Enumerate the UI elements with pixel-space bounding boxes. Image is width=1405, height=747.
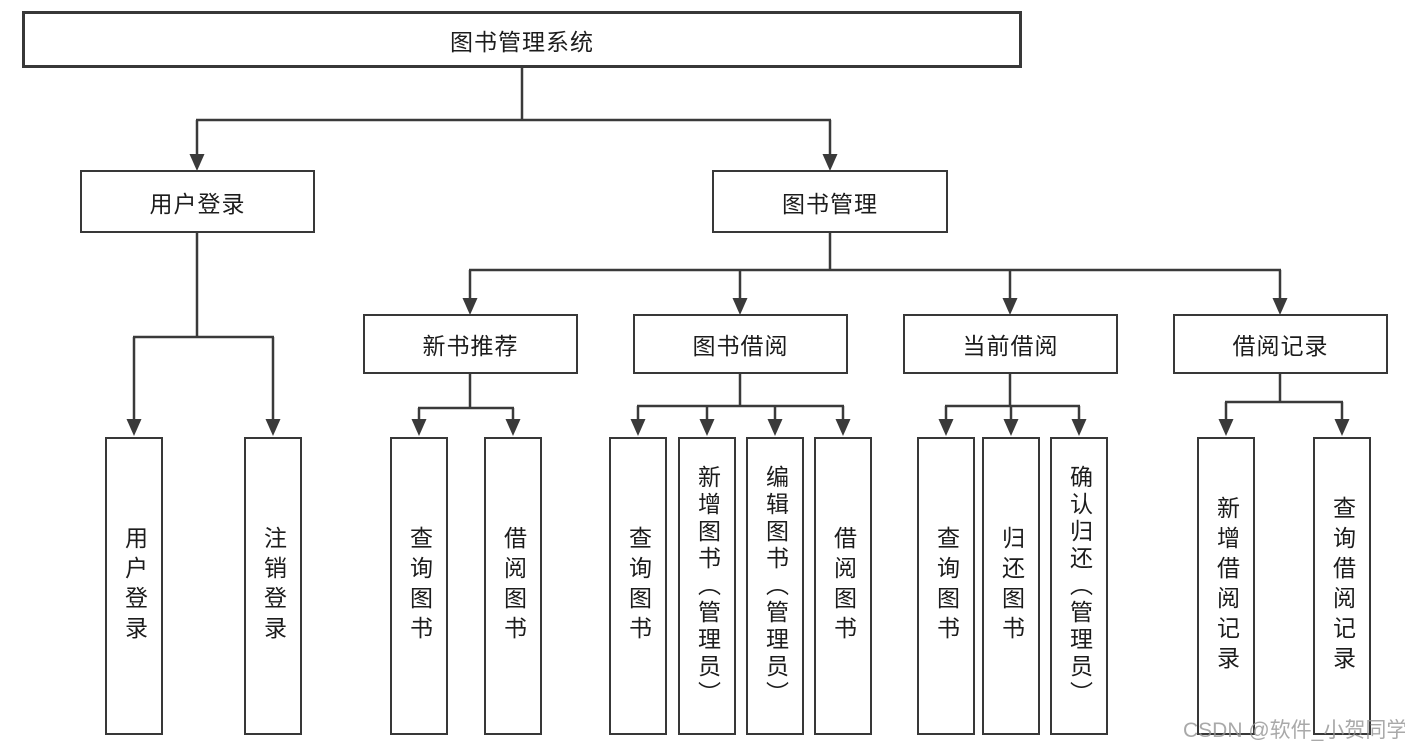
leaf-cb-query-books: 查询图书 [917,437,975,735]
leaf-cb-confirm-return-admin: 确认归还（管理员） [1050,437,1108,735]
watermark: CSDN @软件_小贺同学 [1183,719,1405,742]
leaf-user-login: 用户登录 [105,437,163,735]
leaf-bb-query-books: 查询图书 [609,437,667,735]
leaf-nb-query-books: 查询图书 [390,437,448,735]
node-user-login: 用户登录 [80,170,315,233]
node-current-borrowing: 当前借阅 [903,314,1118,374]
leaf-br-query-record: 查询借阅记录 [1313,437,1371,735]
leaf-br-add-record: 新增借阅记录 [1197,437,1255,735]
node-book-borrowing: 图书借阅 [633,314,848,374]
leaf-bb-edit-books-admin: 编辑图书（管理员） [746,437,804,735]
leaf-bb-borrow-books: 借阅图书 [814,437,872,735]
leaf-cb-return-books: 归还图书 [982,437,1040,735]
node-book-management: 图书管理 [712,170,948,233]
node-borrowing-records: 借阅记录 [1173,314,1388,374]
leaf-nb-borrow-books: 借阅图书 [484,437,542,735]
leaf-bb-add-books-admin: 新增图书（管理员） [678,437,736,735]
node-library-system: 图书管理系统 [22,11,1022,68]
leaf-logout-login: 注销登录 [244,437,302,735]
node-new-book-recommend: 新书推荐 [363,314,578,374]
